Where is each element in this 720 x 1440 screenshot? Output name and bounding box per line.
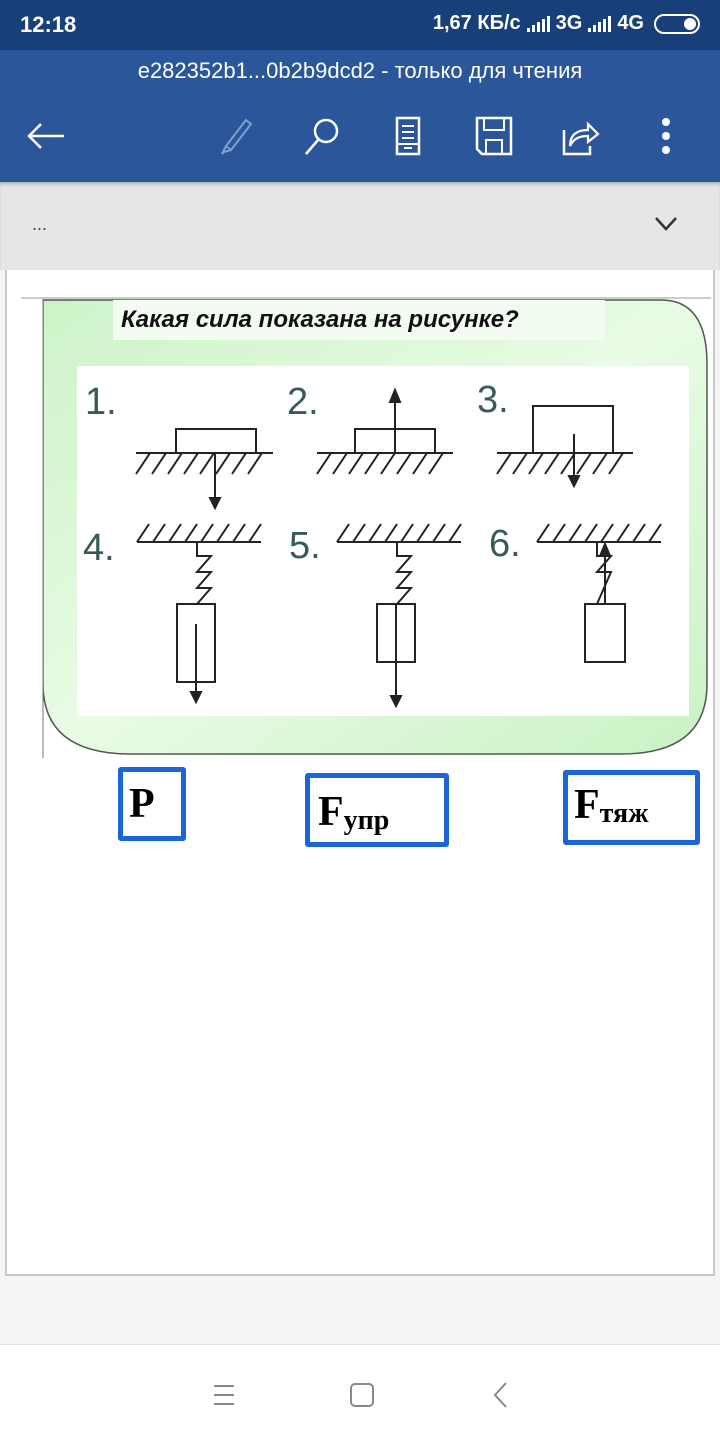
edit-pencil-icon[interactable] [212,112,260,160]
back-icon[interactable] [482,1377,518,1413]
network-speed: 1,67 КБ/с [432,12,521,34]
diagram-3 [496,405,633,489]
physics-figure: Какая сила показана на рисунке? 1. 2. 3.… [21,297,711,760]
more-vert-icon[interactable] [642,112,690,160]
diagram-5 [336,523,462,709]
answer-main: F [318,789,344,835]
label-3: 3. [477,379,509,421]
menu-icon[interactable] [206,1377,242,1413]
status-time: 12:18 [20,12,77,37]
home-icon[interactable] [344,1377,380,1413]
label-5: 5. [289,525,321,567]
answer-main: P [129,781,155,827]
signal-icon [526,15,550,32]
back-arrow-icon[interactable] [22,112,70,160]
app-bar: e282352b1...0b2b9dcd2 - только для чтени… [0,50,720,182]
ribbon-more-button[interactable]: ... [32,214,48,234]
status-bar: 12:18 1,67 КБ/с 3G 4G [0,0,720,50]
label-4: 4. [83,527,115,569]
diagram-1 [135,428,273,511]
document-title: e282352b1...0b2b9dcd2 - только для чтени… [137,58,583,83]
answer-box-fupr: Fупр [305,773,449,847]
ribbon-bar: ... [0,182,720,270]
answer-subscript: тяж [599,798,649,829]
label-6: 6. [489,523,521,565]
diagram-6 [536,523,662,663]
question-bg [113,300,605,340]
search-icon[interactable] [298,112,346,160]
answer-subscript: упр [343,805,390,836]
diagram-2 [316,387,453,475]
save-icon[interactable] [470,112,518,160]
share-icon[interactable] [556,112,604,160]
answer-main: F [574,782,600,828]
mobile-view-icon[interactable] [384,112,432,160]
label-1: 1. [85,381,117,423]
network-type-1: 3G [555,12,583,34]
network-type-2: 4G [617,12,644,34]
label-2: 2. [287,381,319,423]
battery-icon [654,13,700,34]
question-text: Какая сила показана на рисунке? [121,306,519,333]
status-indicators: 1,67 КБ/с 3G 4G [433,12,700,35]
document-page: Какая сила показана на рисунке? 1. 2. 3.… [5,270,715,1276]
system-nav-bar [0,1344,720,1440]
answer-box-ftyazh: Fтяж [563,770,700,845]
answer-box-p: P [118,767,186,841]
chevron-down-icon[interactable] [652,212,680,236]
diagram-4 [136,523,262,705]
signal-icon [588,15,612,32]
